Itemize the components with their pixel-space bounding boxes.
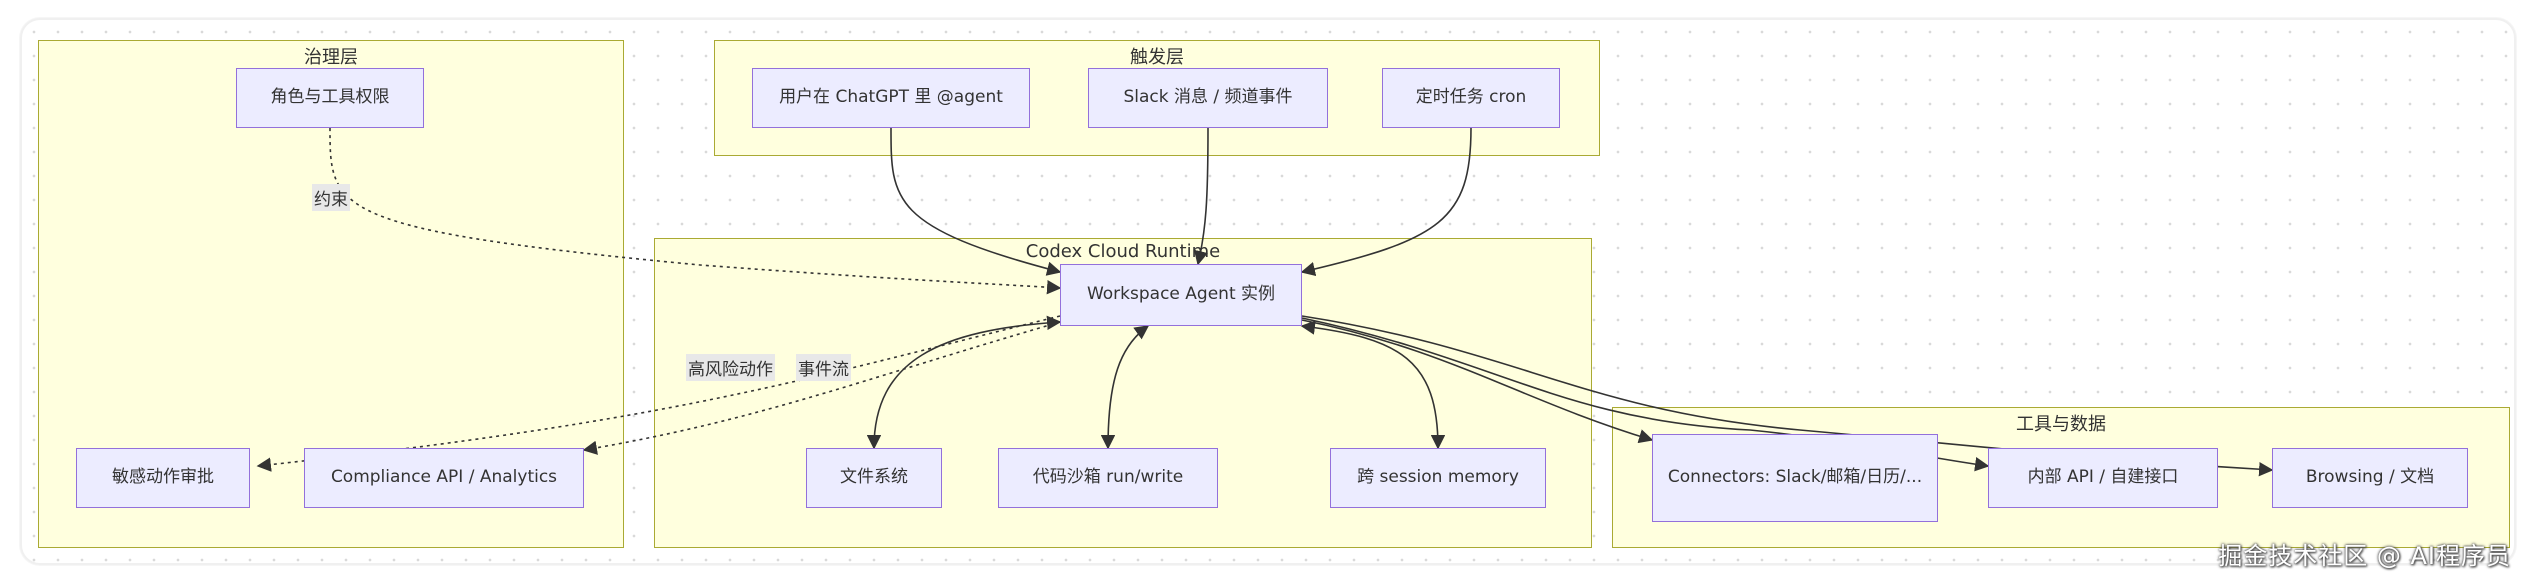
node-sandbox[interactable]: 代码沙箱 run/write bbox=[998, 448, 1218, 508]
node-internal-api[interactable]: 内部 API / 自建接口 bbox=[1988, 448, 2218, 508]
cluster-trigger-title: 触发层 bbox=[1130, 47, 1184, 68]
node-compliance[interactable]: Compliance API / Analytics bbox=[304, 448, 584, 508]
node-slack-event[interactable]: Slack 消息 / 频道事件 bbox=[1088, 68, 1328, 128]
node-workspace-agent[interactable]: Workspace Agent 实例 bbox=[1060, 264, 1302, 326]
edge-label-event-stream: 事件流 bbox=[796, 354, 851, 381]
watermark: 掘金技术社区 @ AI程序员 bbox=[2218, 542, 2511, 570]
node-cron[interactable]: 定时任务 cron bbox=[1382, 68, 1560, 128]
edge-label-high-risk: 高风险动作 bbox=[686, 354, 775, 381]
cluster-governance-title: 治理层 bbox=[304, 47, 358, 68]
cluster-tools-title: 工具与数据 bbox=[2016, 414, 2106, 435]
cluster-runtime-title: Codex Cloud Runtime bbox=[1025, 241, 1221, 262]
node-filesystem[interactable]: 文件系统 bbox=[806, 448, 942, 508]
node-chatgpt-user[interactable]: 用户在 ChatGPT 里 @agent bbox=[752, 68, 1030, 128]
node-browsing[interactable]: Browsing / 文档 bbox=[2272, 448, 2468, 508]
edge-label-constraint: 约束 bbox=[312, 184, 350, 211]
node-memory[interactable]: 跨 session memory bbox=[1330, 448, 1546, 508]
node-roles[interactable]: 角色与工具权限 bbox=[236, 68, 424, 128]
node-connectors[interactable]: Connectors: Slack/邮箱/日历/... bbox=[1652, 434, 1938, 522]
node-sensitive-approval[interactable]: 敏感动作审批 bbox=[76, 448, 250, 508]
